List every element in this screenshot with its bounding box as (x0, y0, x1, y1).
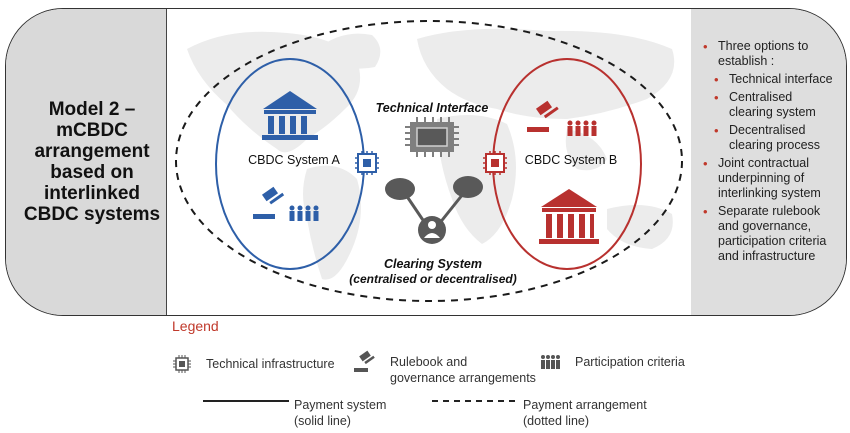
model-title: Model 2 – mCBDC arrangement based on int… (23, 99, 161, 225)
technical-interface-label: Technical Interface (376, 101, 489, 115)
clearing-system-sublabel: (centralised or decentralised) (349, 272, 516, 286)
legend-rulebook: Rulebook and governance arrangements (390, 355, 536, 385)
legend-payment-arrangement: Payment arrangement (dotted line) (523, 398, 647, 428)
central-bank-icon (262, 91, 318, 140)
legend-technical-infrastructure: Technical infrastructure (206, 357, 335, 371)
legend-payment-system: Payment system (solid line) (294, 398, 387, 428)
note-subitem: Centralised clearing system (697, 90, 837, 120)
central-bank-icon (539, 189, 599, 244)
note-item: Separate rulebook and governance, partic… (697, 204, 837, 264)
note-subitem: Technical interface (697, 72, 837, 87)
world-map-background (187, 28, 675, 280)
gavel-icon (527, 100, 559, 132)
system-a-label: CBDC System A (248, 153, 340, 167)
model-panel: Model 2 – mCBDC arrangement based on int… (6, 9, 166, 315)
legend-participation: Participation criteria (575, 355, 685, 369)
participants-icon (567, 120, 597, 136)
diagram-frame: Model 2 – mCBDC arrangement based on int… (5, 8, 847, 316)
diagram-canvas: CBDC System A Technical Interface (175, 20, 683, 302)
participants-icon (289, 205, 319, 221)
clearing-network-icon (385, 176, 483, 244)
note-item: Three options to establish : (697, 39, 837, 69)
system-a-chip-icon (355, 151, 379, 175)
participants-icon (541, 355, 560, 369)
notes-list: Three options to establish : Technical i… (697, 39, 837, 267)
legend-title: Legend (172, 318, 219, 334)
payment-arrangement-boundary (175, 20, 683, 302)
system-b-label: CBDC System B (525, 153, 617, 167)
notes-panel: Three options to establish : Technical i… (691, 9, 846, 315)
note-subitem: Decentralised clearing process (697, 123, 837, 153)
note-item: Joint contractual underpinning of interl… (697, 156, 837, 201)
technical-interface-chip-icon (405, 117, 459, 157)
dashed-line-swatch (432, 400, 518, 402)
system-b-chip-icon (483, 151, 507, 175)
clearing-system-label: Clearing System (384, 257, 482, 271)
chip-icon (173, 355, 191, 373)
gavel-icon (253, 186, 285, 219)
solid-line-swatch (203, 400, 289, 402)
diagram-panel: CBDC System A Technical Interface (166, 9, 692, 315)
gavel-icon (354, 350, 375, 372)
